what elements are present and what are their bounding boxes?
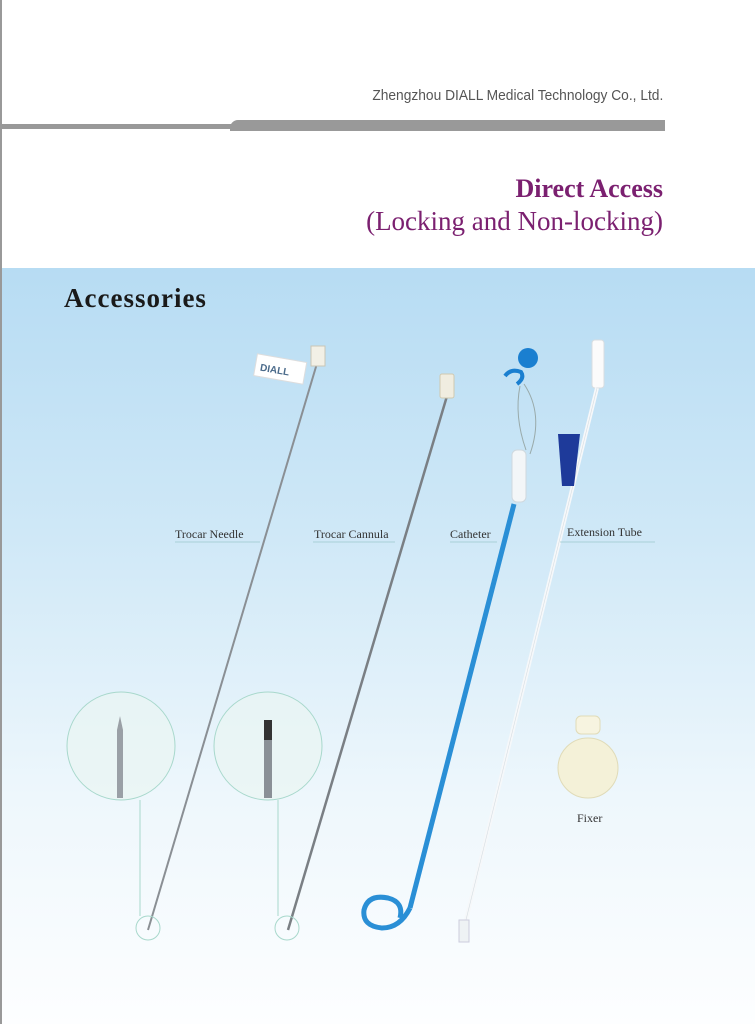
page-subtitle: (Locking and Non-locking) xyxy=(366,206,663,236)
header: Zhengzhou DIALL Medical Technology Co., … xyxy=(0,0,755,268)
label-extension-tube: Extension Tube xyxy=(567,525,643,539)
fixer-image xyxy=(557,715,619,799)
section-title: Accessories xyxy=(64,283,207,313)
header-divider-thick xyxy=(230,120,665,131)
diall-logo-flag: DIALL xyxy=(253,353,308,385)
company-name: Zhengzhou DIALL Medical Technology Co., … xyxy=(372,88,663,104)
needle-tip-detail xyxy=(66,691,176,941)
trocar-needle-image: DIALL xyxy=(147,345,326,931)
catheter-image xyxy=(361,348,538,931)
trocar-cannula-image xyxy=(286,373,455,931)
header-divider xyxy=(2,124,234,129)
page-title: Direct Access xyxy=(515,174,663,203)
svg-text:DIALL: DIALL xyxy=(259,363,290,379)
cannula-tip-detail xyxy=(213,691,323,941)
accessories-illustration: DIALL xyxy=(66,339,655,943)
label-trocar-needle: Trocar Needle xyxy=(175,527,244,541)
label-catheter: Catheter xyxy=(450,527,491,541)
label-trocar-cannula: Trocar Cannula xyxy=(314,527,389,541)
label-fixer: Fixer xyxy=(577,811,603,825)
extension-tube-image xyxy=(458,339,605,943)
